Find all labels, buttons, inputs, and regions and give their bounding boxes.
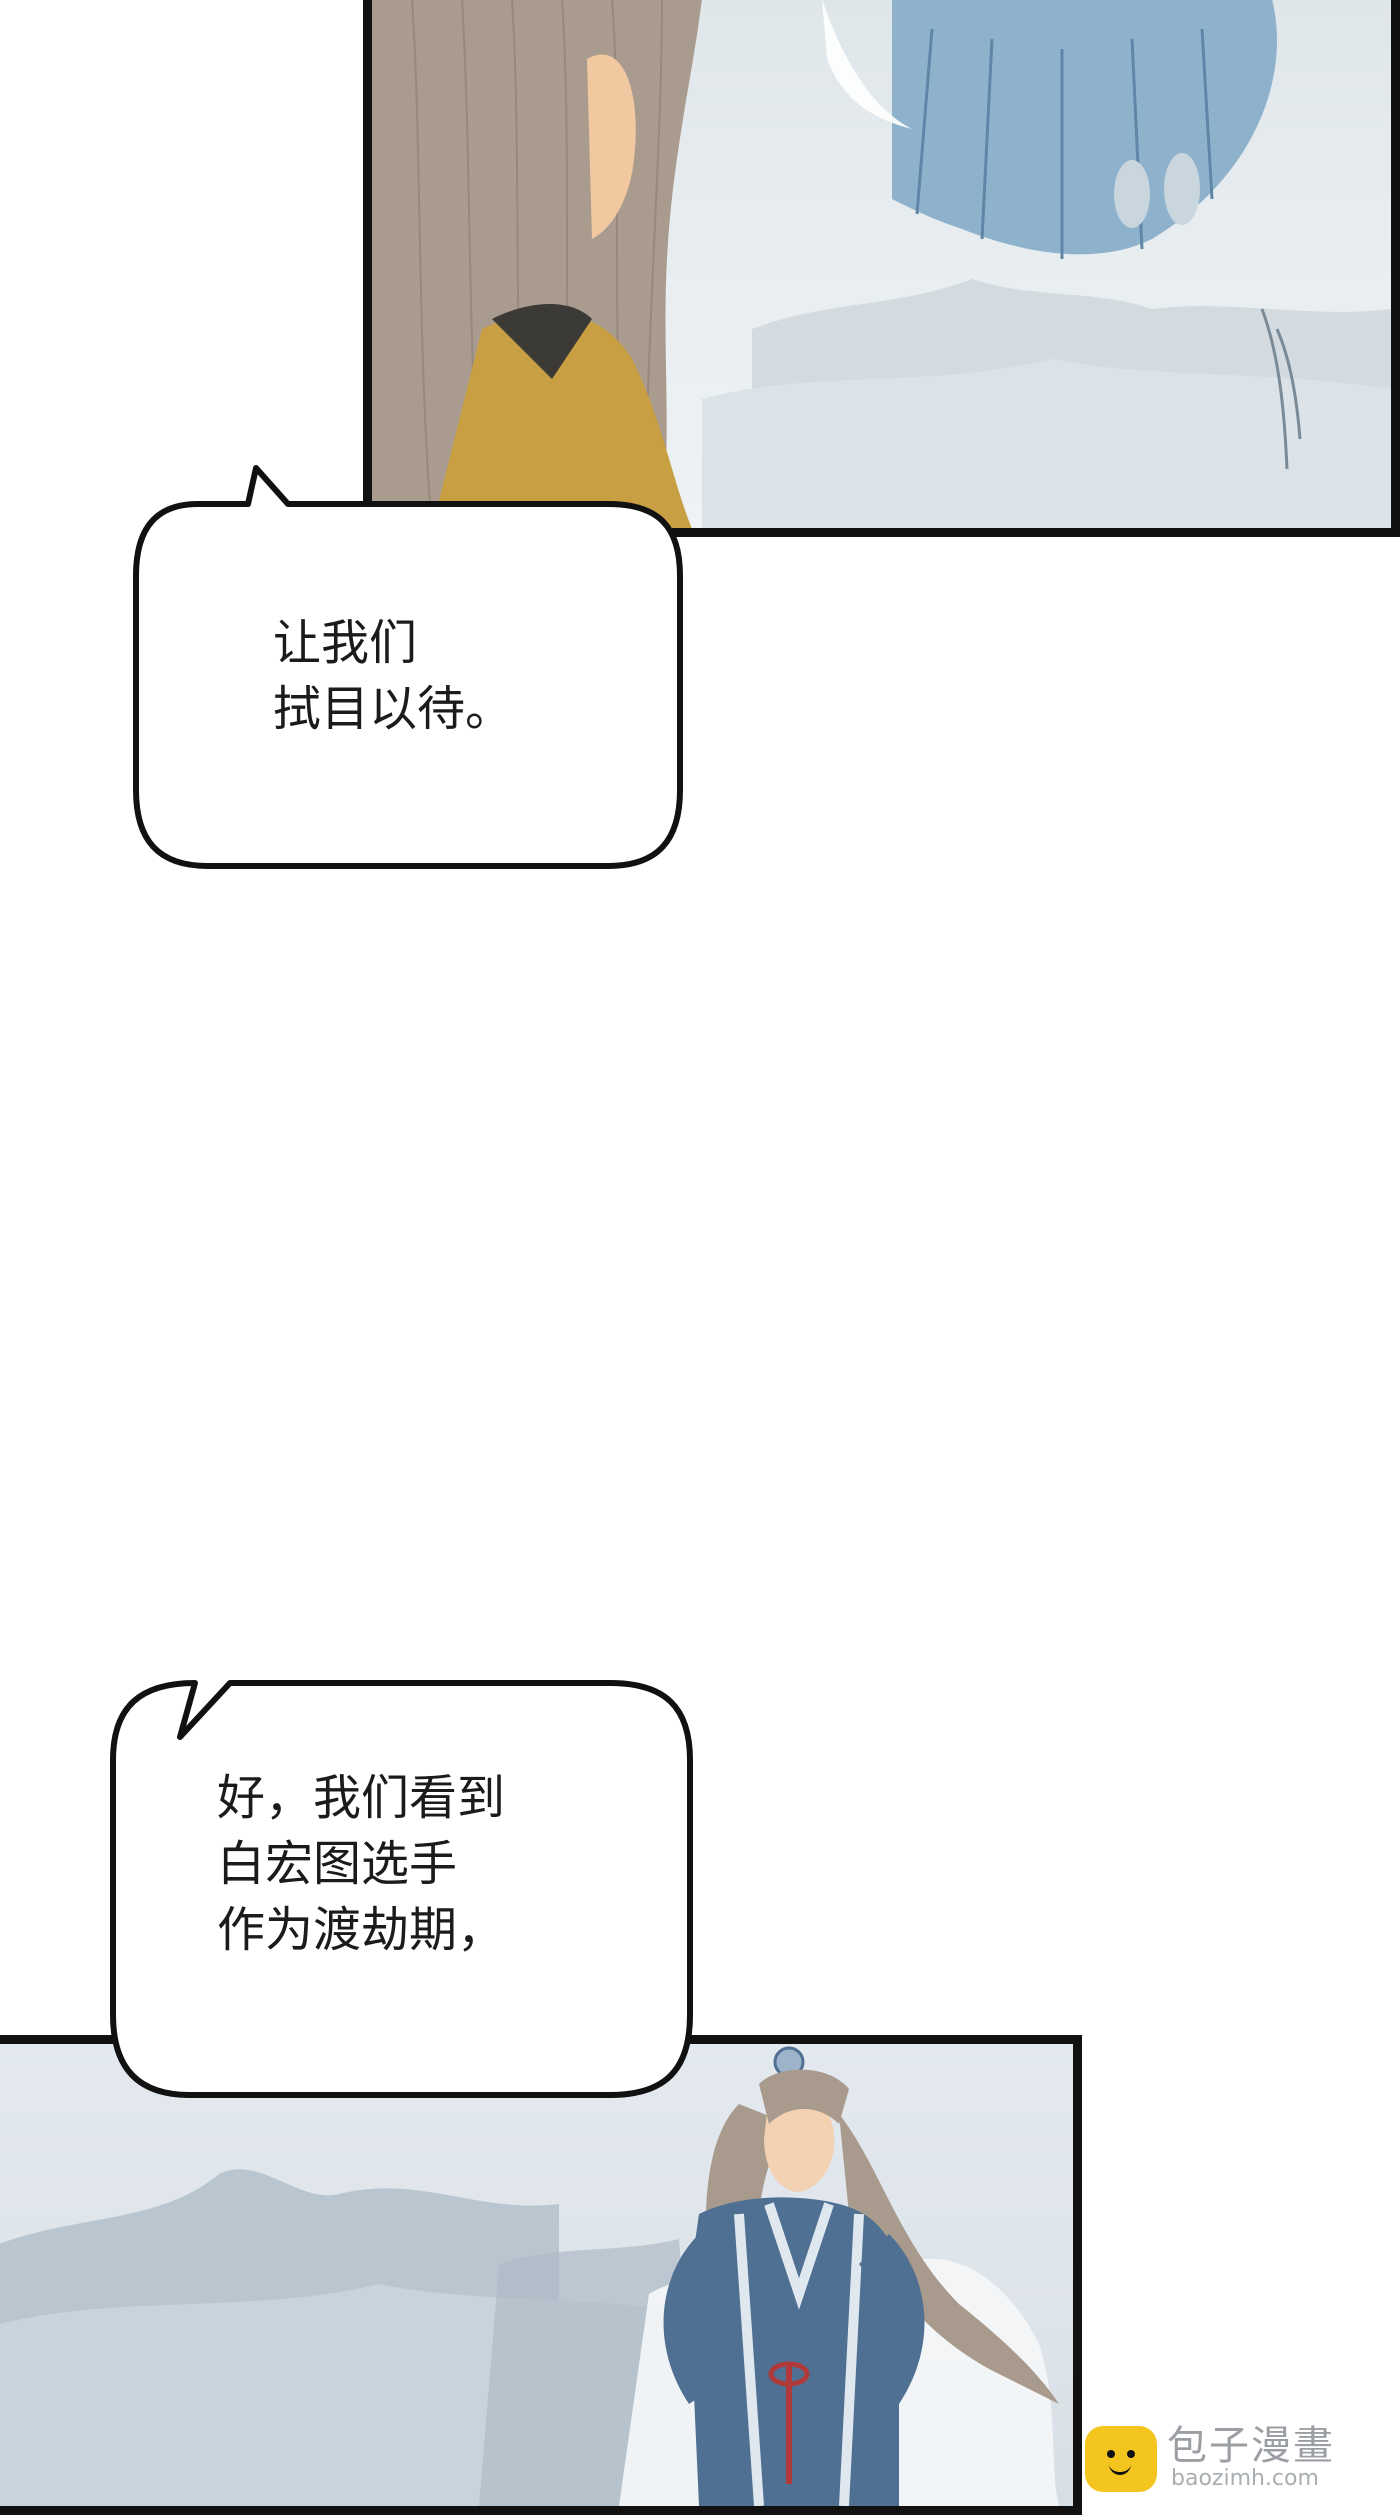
bottom-panel-artwork [0,2046,1059,2506]
standing-figure-bangs [759,2069,849,2124]
bubble-2-line-3: 作为渡劫期， [217,1902,506,1958]
figure-ear [587,54,636,239]
speech-bubble-1: 让我们 拭目以待。 [128,465,688,880]
bubble-1-line-2: 拭目以待。 [273,681,514,737]
bubble-outline [110,1680,693,2098]
watermark-name: 包子漫畫 [1167,2423,1335,2469]
standing-figure-arm-right [859,2234,925,2404]
bubble-2-line-1: 好，我们看到 [217,1770,506,1826]
mist-layer [702,359,1391,528]
tassel-knot [768,2361,810,2387]
figure-gold-robe [432,312,692,528]
bubble-2-text: 好，我们看到 白宏图选手 作为渡劫期， [217,1765,505,1963]
bubble-1-text: 让我们 拭目以待。 [273,610,513,742]
speech-bubble-2: 好，我们看到 白宏图选手 作为渡劫期， [105,1665,695,2110]
boot-left [1114,160,1150,228]
site-watermark: 包子漫畫 baozimh.com [1085,2422,1385,2494]
bubble-2-line-2: 白宏图选手 [217,1836,458,1892]
top-panel [363,0,1400,537]
boot-right [1164,153,1200,225]
bubble-outline [133,465,683,869]
standing-figure-robe [689,2197,899,2506]
bun-face-icon [1085,2426,1157,2492]
bottom-panel [0,2035,1082,2515]
watermark-site: baozimh.com [1171,2466,1319,2491]
robe-front-trim-left [734,2213,764,2506]
robe-collar-trim [764,2202,834,2310]
flying-figure-skirt [892,0,1277,255]
standing-figure-face [764,2090,835,2192]
white-sleeve [822,0,912,129]
top-panel-artwork [372,0,1391,528]
bubble-1-line-1: 让我们 [273,615,418,671]
standing-figure-arm-left [663,2234,729,2404]
robe-front-trim-right [839,2213,864,2506]
robe-collar [492,304,592,379]
